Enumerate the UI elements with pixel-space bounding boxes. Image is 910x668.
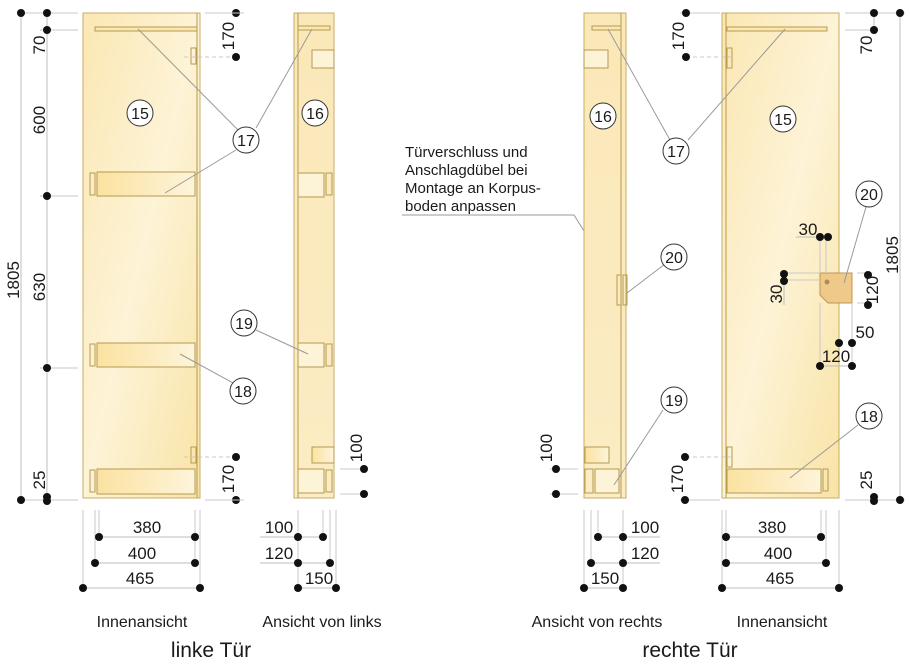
assembly-note: Türverschluss und Anschlagdübel bei Mont… bbox=[402, 144, 622, 291]
right-side-view: 100 100 120 150 Ansicht von rechts 16 bbox=[532, 12, 663, 631]
dim-right-side-dowel: 100 bbox=[537, 434, 556, 462]
lock-plate bbox=[819, 272, 853, 304]
dim-side-120: 120 bbox=[265, 544, 293, 563]
dim-lock-offset-y: 30 bbox=[767, 285, 786, 304]
callout-18-left: 18 bbox=[234, 384, 252, 401]
dim-right-total-height: 1805 bbox=[883, 236, 902, 274]
caption-right-side: Ansicht von rechts bbox=[532, 614, 663, 631]
dim-right-side-100: 100 bbox=[631, 518, 659, 537]
shelf-bottom bbox=[96, 468, 196, 495]
dim-hinge-bottom: 170 bbox=[219, 465, 238, 493]
left-inner-view: 1805 70 600 630 25 170 170 380 400 465 I… bbox=[4, 9, 244, 631]
dim-lock-height: 120 bbox=[863, 276, 882, 304]
dim-side-100: 100 bbox=[265, 518, 293, 537]
dim-side-dowel: 100 bbox=[347, 434, 366, 462]
shelf-bottom-right bbox=[726, 468, 822, 494]
shelf-upper bbox=[96, 171, 196, 197]
dim-width-400: 400 bbox=[128, 544, 156, 563]
dim-hinge-top: 170 bbox=[219, 22, 238, 50]
left-side-view: 100 100 120 150 Ansicht von links 16 bbox=[260, 12, 382, 631]
dim-total-height: 1805 bbox=[4, 261, 23, 299]
part-15-right: 15 bbox=[774, 112, 792, 129]
caption-left-inner: Innenansicht bbox=[97, 614, 188, 631]
callout-20-right-inner: 20 bbox=[860, 187, 878, 204]
dim-right-side-150: 150 bbox=[591, 569, 619, 588]
dim-bottom: 25 bbox=[30, 471, 49, 490]
side-panel bbox=[293, 12, 335, 499]
dim-lock-inset: 50 bbox=[856, 323, 875, 342]
dim-right-bottom: 25 bbox=[857, 471, 876, 490]
title-right-door: rechte Tür bbox=[642, 639, 737, 662]
callout-18-right: 18 bbox=[860, 409, 878, 426]
top-rail bbox=[94, 26, 198, 32]
dim-lock-offset-x: 30 bbox=[799, 220, 818, 239]
dim-width-380: 380 bbox=[133, 518, 161, 537]
part-16-right: 16 bbox=[594, 109, 612, 126]
part-15-left: 15 bbox=[131, 106, 149, 123]
callout-17-right: 17 bbox=[667, 144, 685, 161]
dim-lock-width: 120 bbox=[822, 347, 850, 366]
dim-right-hinge-bottom: 170 bbox=[668, 465, 687, 493]
hinge-mark-top bbox=[190, 47, 197, 65]
side-panel-right bbox=[583, 12, 627, 499]
dim-right-hinge-top: 170 bbox=[669, 22, 688, 50]
right-inner-view: 30 30 120 50 120 70 1805 25 170 170 bbox=[668, 9, 905, 631]
dim-top: 70 bbox=[30, 36, 49, 55]
lock-edge-mark bbox=[616, 274, 622, 306]
note-line-3: Montage an Korpus- bbox=[405, 180, 541, 197]
right-callouts: 17 20 20 19 18 bbox=[607, 28, 883, 486]
left-callouts: 17 18 19 bbox=[137, 28, 313, 405]
top-rail-right bbox=[726, 26, 828, 32]
title-left-door: linke Tür bbox=[171, 639, 251, 662]
dim-width-465: 465 bbox=[126, 569, 154, 588]
hinge-mark-bottom bbox=[190, 446, 197, 464]
callout-20-right-side: 20 bbox=[665, 250, 683, 267]
door-panel-right bbox=[721, 12, 840, 499]
dim-right-top: 70 bbox=[857, 36, 876, 55]
dim-right-width-380: 380 bbox=[758, 518, 786, 537]
door-panel bbox=[82, 12, 201, 499]
dim-right-side-120: 120 bbox=[631, 544, 659, 563]
callout-19-right: 19 bbox=[665, 393, 683, 410]
callout-17-left: 17 bbox=[237, 133, 255, 150]
dim-middle: 630 bbox=[30, 273, 49, 301]
caption-left-side: Ansicht von links bbox=[262, 614, 381, 631]
caption-right-inner: Innenansicht bbox=[737, 614, 828, 631]
note-line-1: Türverschluss und bbox=[405, 144, 528, 161]
note-line-4: boden anpassen bbox=[405, 198, 516, 215]
dim-side-150: 150 bbox=[305, 569, 333, 588]
part-16-left: 16 bbox=[306, 106, 324, 123]
callout-19-left: 19 bbox=[235, 316, 253, 333]
dim-upper: 600 bbox=[30, 106, 49, 134]
dim-right-width-400: 400 bbox=[764, 544, 792, 563]
shelf-middle bbox=[96, 342, 196, 368]
dim-right-width-465: 465 bbox=[766, 569, 794, 588]
note-line-2: Anschlagdübel bei bbox=[405, 162, 528, 179]
